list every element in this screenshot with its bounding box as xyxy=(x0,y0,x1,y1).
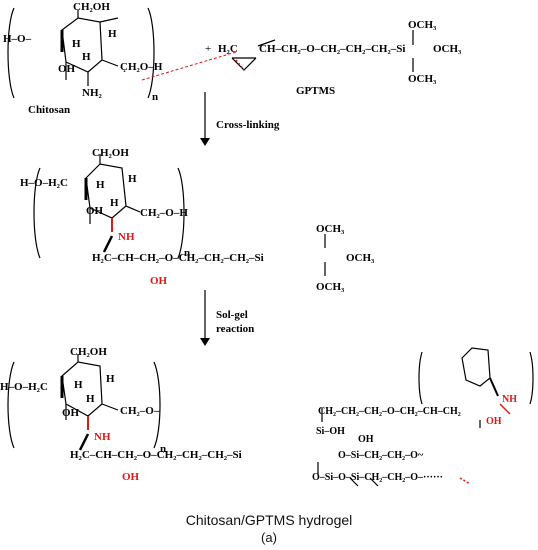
h-bottom-2: H xyxy=(106,373,115,385)
nh-right: NH xyxy=(502,394,517,405)
och3-middle-1: OCH₃ xyxy=(316,223,345,235)
solgel-label-line2: reaction xyxy=(216,323,254,335)
ch2oh-right-top: C̣H₂O–H xyxy=(120,61,163,73)
oh-middle: OH xyxy=(86,205,104,217)
och3-middle-2: OCH₃ xyxy=(346,252,375,264)
si-row3: O–Si–O–Si–CH₂–CH₂–O–······ xyxy=(312,472,443,483)
ch2o-bottom: CH₂–O– xyxy=(120,405,160,417)
ch2oh-right-middle: CH₂–O–H xyxy=(140,207,188,219)
och3-top-2: OCH₃ xyxy=(433,43,462,55)
oh-red-right: OH xyxy=(486,416,502,427)
epoxide-ring xyxy=(231,57,257,71)
plus-sign: + xyxy=(205,43,211,55)
och3-top-1: OCH₃ xyxy=(408,19,437,31)
oh-top-si: OH xyxy=(358,434,374,445)
pyranose-ring-right xyxy=(461,347,491,387)
ho-h2c-bottom: H–O–H₂C xyxy=(0,381,48,393)
h-middle-2: H xyxy=(128,173,137,185)
n-label-top: n xyxy=(152,91,158,103)
figure-caption: Chitosan/GPTMS hydrogel xyxy=(185,512,353,528)
ch2oh-middle: CH₂OH xyxy=(92,147,129,159)
gptms-label: GPTMS xyxy=(296,85,335,97)
oh-red-middle: OH xyxy=(150,275,168,287)
nh-bottom: NH xyxy=(94,431,111,443)
och3-middle-3: OCH₃ xyxy=(316,281,345,293)
ch2oh-bottom: CH₂OH xyxy=(70,346,107,358)
ho-label-top: H–O– xyxy=(3,33,32,45)
ch2oh-label-top: CH₂OH xyxy=(73,1,110,13)
solgel-label-line1: Sol-gel xyxy=(216,309,248,321)
figure-panel-label: (a) xyxy=(261,530,277,545)
n-label-bottom: n xyxy=(160,443,166,455)
n-label-middle: n xyxy=(184,247,190,259)
och3-top-3: OCH₃ xyxy=(408,73,437,85)
bracket-right-top xyxy=(147,7,155,99)
h-bottom-1: H xyxy=(74,379,83,391)
si-oh: Si–OH xyxy=(316,426,345,437)
h-middle-1: H xyxy=(96,179,105,191)
oh-label-top: OH xyxy=(58,63,76,75)
si-row2: O–Si–CH₂–CH₂–O~ xyxy=(338,450,424,461)
chain-bottom: H₂C–CH–CH₂–O–CH₂–CH₂–CH₂–Si xyxy=(70,449,242,461)
h-bottom-3: H xyxy=(86,393,95,405)
chain-middle: H₂C–CH–CH₂–O–CH₂–CH₂–CH₂–Si xyxy=(92,252,264,264)
h-label-3: H xyxy=(82,51,91,63)
h-label-1: H xyxy=(108,28,117,40)
si-upper-chain: CH₂–CH₂–CH₂–O–CH₂–CH–CH₂ xyxy=(318,406,461,417)
h-label-2: H xyxy=(72,38,81,50)
crosslinking-label: Cross-linking xyxy=(216,119,280,131)
bracket-left-top xyxy=(7,7,15,99)
nh-middle: NH xyxy=(118,231,135,243)
h-middle-3: H xyxy=(110,197,119,209)
reaction-link xyxy=(141,51,237,81)
gptms-h2c: H₂C xyxy=(218,43,238,55)
oh-red-bottom: OH xyxy=(122,471,140,483)
ho-h2c-middle: H–O–H₂C xyxy=(20,177,68,189)
oh-bottom: OH xyxy=(62,407,80,419)
gptms-chain: CH–CH₂–O–CH₂–CH₂–CH₂–Si xyxy=(259,43,405,55)
nh2-label-top: NH₂ xyxy=(82,87,103,99)
chitosan-label: Chitosan xyxy=(28,104,70,116)
